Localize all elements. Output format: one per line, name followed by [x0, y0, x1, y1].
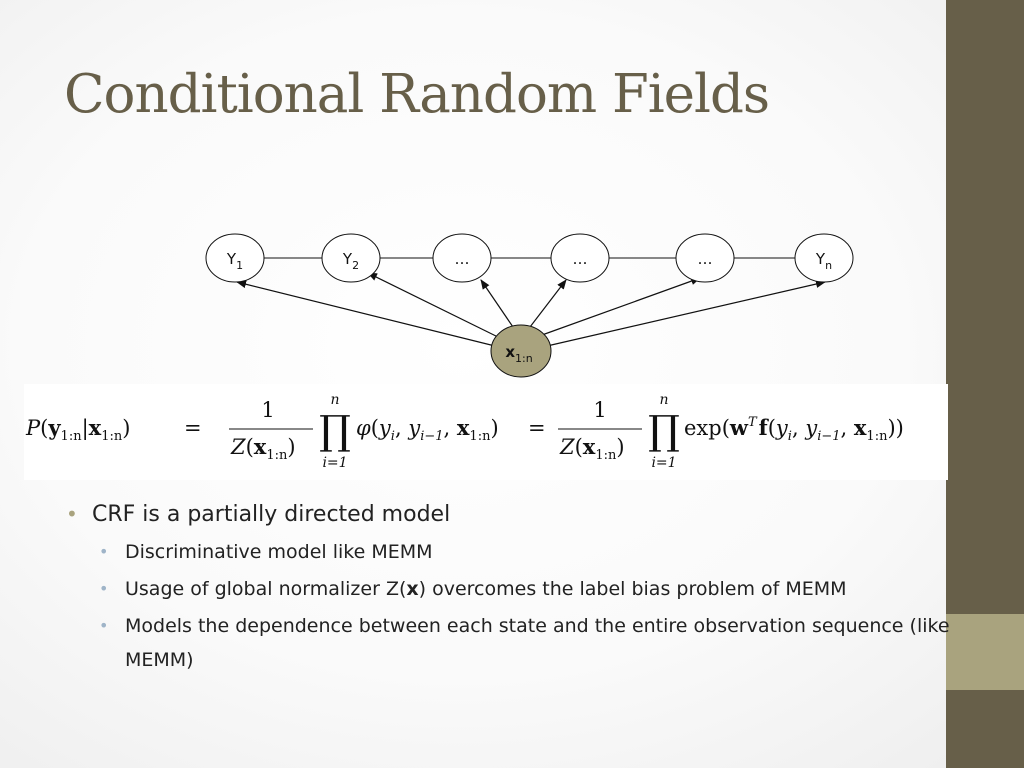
y-node: Yn	[794, 233, 854, 283]
directed-edge	[541, 277, 701, 336]
svg-text:Yn: Yn	[815, 250, 832, 272]
directed-edge	[480, 279, 514, 328]
fraction-denominator: Z(x1:n)	[559, 434, 625, 463]
product-lower: i=1	[322, 455, 347, 471]
directed-edge	[529, 279, 567, 328]
product-upper: n	[330, 392, 339, 408]
y-node: …	[550, 233, 610, 283]
svg-text:Y2: Y2	[342, 250, 359, 272]
fraction-numerator: 1	[261, 398, 274, 422]
formula-lhs: P(y1:n|x1:n)	[25, 415, 130, 444]
crf-diagram: Y1 Y2 … … … Yn x1:n	[205, 233, 854, 378]
equals-sign: =	[528, 416, 546, 440]
x-node: x1:n	[490, 324, 552, 378]
svg-text:Y1: Y1	[226, 250, 243, 272]
bullet-text-bold: x	[406, 578, 419, 600]
bullet-text: Discriminative model like MEMM	[125, 541, 433, 563]
sub-bullet-item: Models the dependence between each state…	[66, 609, 956, 677]
svg-text:x1:n: x1:n	[505, 343, 532, 365]
svg-text:…: …	[698, 250, 713, 268]
bullet-list: CRF is a partially directed model Discri…	[66, 502, 956, 680]
bullet-text: ) overcomes the label bias problem of ME…	[418, 578, 847, 600]
fraction-denominator: Z(x1:n)	[230, 434, 296, 463]
directed-edge	[236, 280, 496, 347]
product-upper: n	[659, 392, 668, 408]
bullet-text: CRF is a partially directed model	[92, 502, 451, 527]
product-lower: i=1	[651, 455, 676, 471]
y-node: Y1	[205, 233, 265, 283]
y-node: …	[432, 233, 492, 283]
svg-text:…: …	[455, 250, 470, 268]
sub-bullet-item: Usage of global normalizer Z(x) overcome…	[66, 572, 956, 606]
formula-background	[24, 384, 948, 480]
sub-bullet-item: Discriminative model like MEMM	[66, 535, 956, 569]
directed-edge	[546, 280, 826, 347]
bullet-text: Usage of global normalizer Z(	[125, 578, 407, 600]
fraction-numerator: 1	[593, 398, 606, 422]
bullet-item: CRF is a partially directed model	[66, 502, 956, 527]
bullet-text: Models the dependence between each state…	[125, 615, 950, 671]
potential-term: φ(yi, yi−1, x1:n)	[356, 415, 499, 444]
exponential-term: exp(wTf(yi, yi−1, x1:n))	[684, 415, 904, 444]
side-bar-accent	[946, 614, 1024, 690]
svg-text:…: …	[573, 250, 588, 268]
directed-edge	[367, 272, 501, 339]
slide-title: Conditional Random Fields	[64, 64, 770, 125]
y-node: …	[675, 233, 735, 283]
equals-sign: =	[184, 416, 202, 440]
y-node: Y2	[321, 233, 381, 283]
directed-edges	[236, 272, 826, 347]
product-symbol: ∏	[319, 408, 351, 454]
crf-formula: P(y1:n|x1:n) = 1 Z(x1:n) n ∏ i=1 φ(yi, y…	[25, 392, 904, 471]
product-symbol: ∏	[648, 408, 680, 454]
